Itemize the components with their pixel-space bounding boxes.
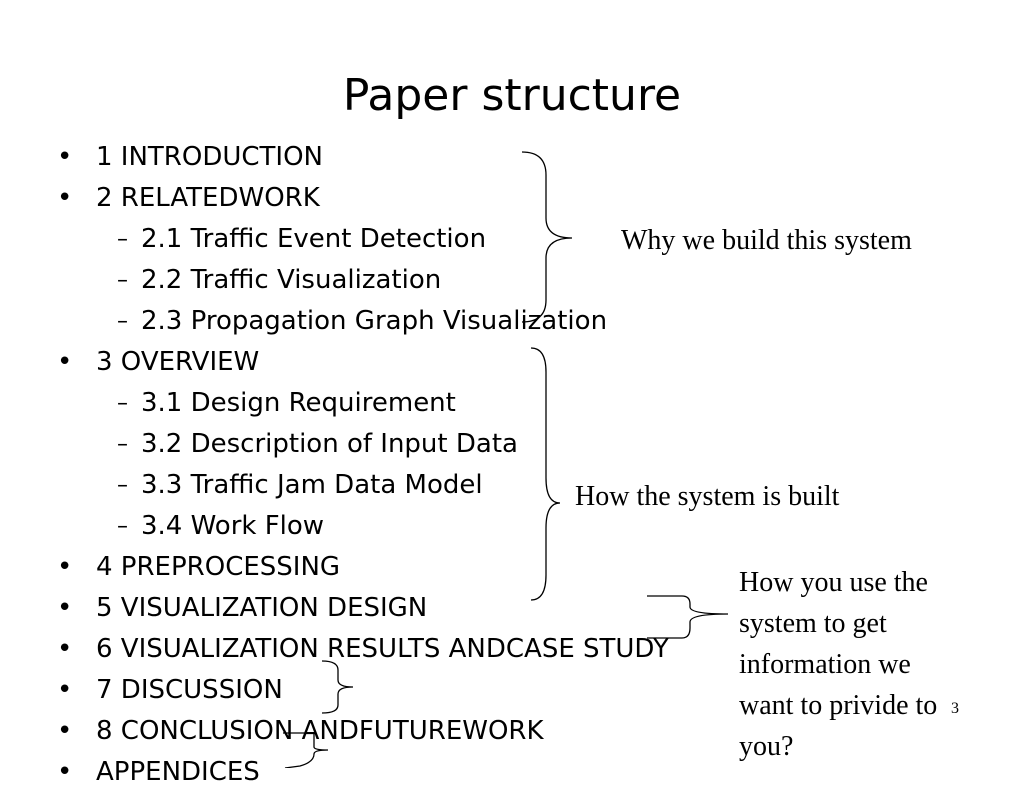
dash-marker: – bbox=[117, 309, 128, 334]
annotation-line: information we bbox=[739, 649, 911, 680]
outline-subitem: –2.3 Propagation Graph Visualization bbox=[0, 301, 760, 342]
outline-item: • 8 CONCLUSION ANDFUTUREWORK bbox=[0, 711, 760, 752]
outline-subitem-text: 3.2 Description of Input Data bbox=[141, 429, 518, 459]
outline-item-text: 3 OVERVIEW bbox=[96, 347, 260, 377]
outline-subitem-text: 3.3 Traffic Jam Data Model bbox=[141, 470, 483, 500]
annotation-line: want to privide to bbox=[739, 690, 938, 721]
annotation-how-built: How the system is built bbox=[575, 481, 840, 512]
outline-item: • 6 VISUALIZATION RESULTS ANDCASE STUDY bbox=[0, 629, 760, 670]
bullet-marker: • bbox=[57, 675, 73, 705]
outline-subitem: –3.1 Design Requirement bbox=[0, 383, 760, 424]
bullet-marker: • bbox=[57, 757, 73, 787]
dash-marker: – bbox=[117, 473, 128, 498]
bullet-marker: • bbox=[57, 183, 73, 213]
bullet-marker: • bbox=[57, 552, 73, 582]
outline-item: • APPENDICES bbox=[0, 752, 760, 793]
dash-marker: – bbox=[117, 391, 128, 416]
dash-marker: – bbox=[117, 227, 128, 252]
outline-item: • 1 INTRODUCTION bbox=[0, 137, 760, 178]
outline-item-text: 2 RELATEDWORK bbox=[96, 183, 320, 213]
outline-list: •1 INTRODUCTION •2 RELATEDWORK –2.1 Traf… bbox=[0, 137, 760, 793]
outline-item-text: APPENDICES bbox=[96, 757, 260, 787]
outline-subitem-text: 2.2 Traffic Visualization bbox=[141, 265, 442, 295]
annotation-line: you? bbox=[739, 731, 794, 762]
outline-item-text: 5 VISUALIZATION DESIGN bbox=[96, 593, 428, 623]
annotation-line: How you use the bbox=[739, 567, 928, 598]
slide-title: Paper structure bbox=[342, 70, 682, 121]
outline-item: • 5 VISUALIZATION DESIGN bbox=[0, 588, 760, 629]
outline-subitem-text: 3.4 Work Flow bbox=[141, 511, 325, 541]
outline-subitem: –3.3 Traffic Jam Data Model bbox=[0, 465, 760, 506]
outline-subitem: –2.1 Traffic Event Detection bbox=[0, 219, 760, 260]
outline-item: • 7 DISCUSSION bbox=[0, 670, 760, 711]
outline-subitem-text: 3.1 Design Requirement bbox=[141, 388, 456, 418]
outline-item-text: 1 INTRODUCTION bbox=[96, 142, 324, 172]
bullet-marker: • bbox=[57, 634, 73, 664]
annotation-why: Why we build this system bbox=[621, 225, 912, 256]
page-number: 3 bbox=[951, 700, 959, 717]
bullet-marker: • bbox=[57, 142, 73, 172]
outline-subitem: –3.2 Description of Input Data bbox=[0, 424, 760, 465]
outline-item: • 4 PREPROCESSING bbox=[0, 547, 760, 588]
bullet-marker: • bbox=[57, 716, 73, 746]
bullet-marker: • bbox=[57, 593, 73, 623]
outline-item-text: 4 PREPROCESSING bbox=[96, 552, 341, 582]
dash-marker: – bbox=[117, 268, 128, 293]
outline-subitem-text: 2.3 Propagation Graph Visualization bbox=[141, 306, 608, 336]
dash-marker: – bbox=[117, 432, 128, 457]
outline-item-text: 7 DISCUSSION bbox=[96, 675, 283, 705]
annotation-how-use: How you use the system to get informatio… bbox=[739, 562, 999, 767]
outline-item-text: 6 VISUALIZATION RESULTS ANDCASE STUDY bbox=[96, 634, 669, 664]
outline-item-text: 8 CONCLUSION ANDFUTUREWORK bbox=[96, 716, 544, 746]
outline-subitem: –3.4 Work Flow bbox=[0, 506, 760, 547]
outline-item: • 2 RELATEDWORK bbox=[0, 178, 760, 219]
dash-marker: – bbox=[117, 514, 128, 539]
outline-subitem: –2.2 Traffic Visualization bbox=[0, 260, 760, 301]
bullet-marker: • bbox=[57, 347, 73, 377]
annotation-line: system to get bbox=[739, 608, 887, 639]
outline-subitem-text: 2.1 Traffic Event Detection bbox=[141, 224, 487, 254]
outline-item: • 3 OVERVIEW bbox=[0, 342, 760, 383]
